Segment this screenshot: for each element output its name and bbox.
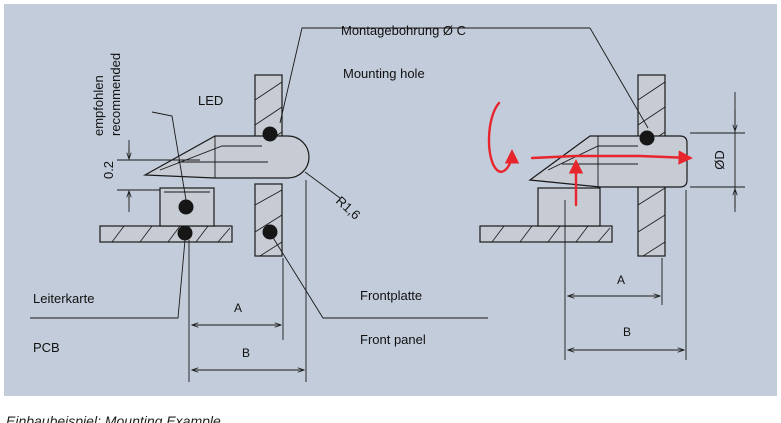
right-hole-dot	[639, 130, 655, 146]
label-mounting-hole: Mounting hole	[343, 66, 425, 81]
right-view	[479, 27, 745, 360]
left-hole-dot	[262, 126, 278, 142]
label-pcb: PCB	[33, 340, 60, 355]
label-frontplatte: Frontplatte	[360, 288, 422, 303]
left-pcb-dot	[177, 225, 193, 241]
label-empfohlen: empfohlen	[91, 75, 106, 136]
left-led-dot	[178, 199, 194, 215]
label-montagebohrung: Montagebohrung Ø C	[341, 23, 466, 38]
red-rotation-arrow	[487, 101, 520, 173]
label-leiterkarte: Leiterkarte	[33, 291, 94, 306]
left-panel-dot	[262, 224, 278, 240]
label-diameter-d: ØD	[712, 150, 727, 170]
left-pcb	[99, 225, 233, 243]
figure-caption: Einbaubeispiel: Mounting Example	[6, 413, 221, 423]
right-led-body	[537, 187, 601, 227]
dim-right-a: A	[617, 273, 625, 287]
left-light-pipe	[142, 135, 310, 179]
left-view	[30, 27, 590, 382]
red-pipe-arrow	[530, 150, 693, 165]
dim-right-b: B	[623, 325, 631, 339]
dim-left-b: B	[242, 346, 250, 360]
label-recommended: recommended	[108, 53, 123, 136]
right-pcb	[479, 225, 613, 243]
label-led: LED	[198, 93, 223, 108]
labels: empfohlen recommended 0.2 LED Montageboh…	[33, 23, 727, 360]
dim-left-a: A	[234, 301, 242, 315]
label-gap: 0.2	[101, 161, 116, 179]
label-front-panel: Front panel	[360, 332, 426, 347]
